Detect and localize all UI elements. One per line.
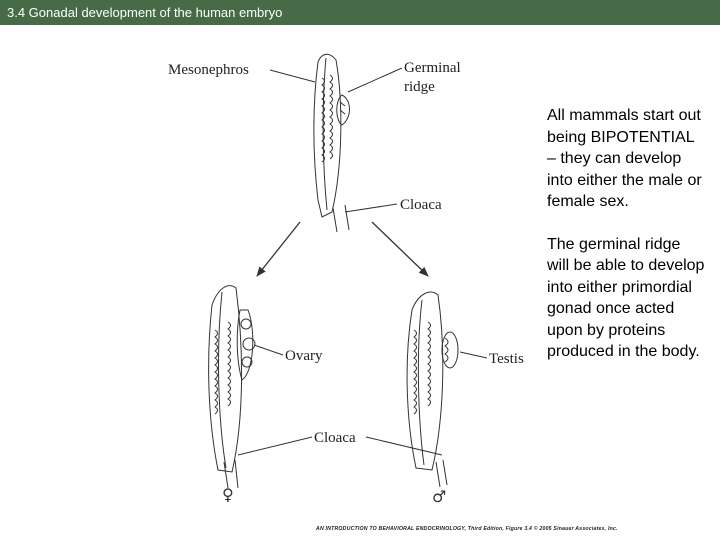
figure-credit: AN INTRODUCTION TO BEHAVIORAL ENDOCRINOL… (316, 526, 618, 532)
gonad-diagram: Mesonephros Germinal ridge Cloaca Ovary … (168, 53, 524, 506)
male-embryo-drawing (406, 291, 459, 488)
leader-lines (237, 67, 488, 456)
male-symbol-icon: ♂ (432, 487, 446, 506)
paragraph-germinal-ridge: The germinal ridge will be able to devel… (547, 235, 705, 361)
bipotential-embryo-drawing (313, 53, 350, 233)
label-ovary: Ovary (285, 348, 323, 364)
slide-title: 3.4 Gonadal development of the human emb… (7, 5, 283, 20)
title-bar: 3.4 Gonadal development of the human emb… (0, 0, 720, 25)
female-symbol-icon: ♀ (222, 485, 234, 504)
explanation-text: All mammals start out being BIPOTENTIAL … (547, 105, 707, 384)
label-testis: Testis (489, 351, 524, 367)
female-embryo-drawing (208, 285, 256, 489)
paragraph-bipotential: All mammals start out being BIPOTENTIAL … (547, 107, 702, 210)
arrow-to-female (256, 221, 301, 277)
label-germinal-ridge-line1: Germinal (404, 60, 461, 76)
label-germinal-ridge-line2: ridge (404, 79, 435, 95)
label-cloaca-top: Cloaca (400, 197, 442, 213)
label-mesonephros: Mesonephros (168, 62, 249, 78)
arrow-to-male (371, 221, 429, 277)
label-cloaca-bottom: Cloaca (314, 430, 356, 446)
